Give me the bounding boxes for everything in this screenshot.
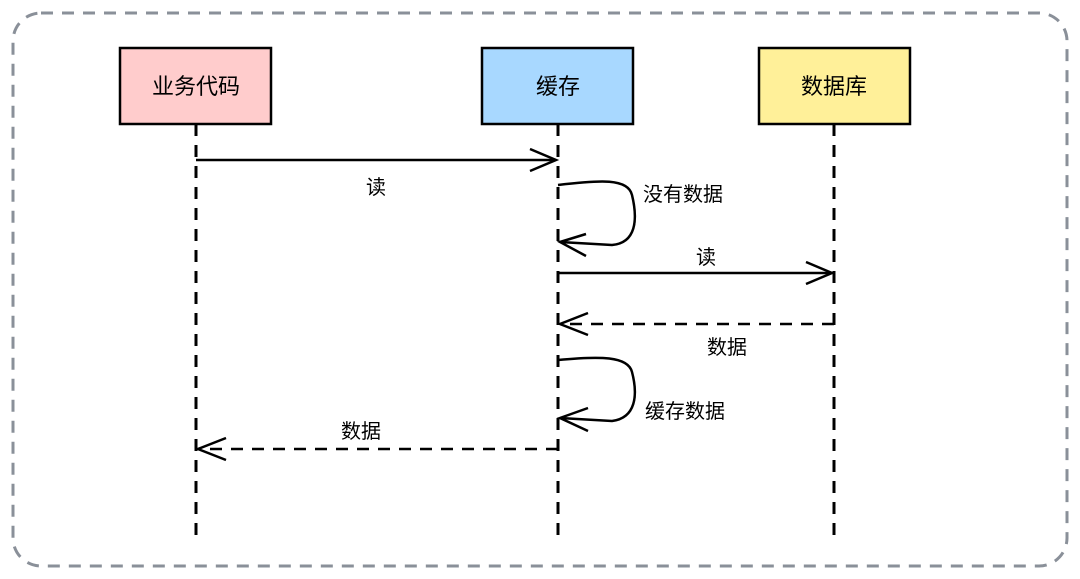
- arrowhead-icon: [556, 406, 589, 433]
- message-data-to-business: 数据: [194, 419, 558, 462]
- message-read-cache: 读: [196, 147, 560, 199]
- arrowhead-icon: [194, 436, 227, 462]
- message-label: 读: [696, 245, 716, 269]
- participant-label: 缓存: [536, 75, 580, 100]
- message-data-to-cache: 数据: [556, 311, 834, 359]
- participant-label: 业务代码: [152, 75, 240, 100]
- message-self-cache-data: 缓存数据: [556, 356, 725, 433]
- message-label: 数据: [707, 335, 747, 359]
- message-label: 没有数据: [643, 182, 723, 206]
- participant-cache: 缓存: [480, 46, 635, 126]
- participant-business: 业务代码: [118, 46, 273, 126]
- message-label: 读: [366, 175, 386, 199]
- arrowhead-icon: [556, 311, 589, 337]
- arrowhead-icon: [529, 147, 560, 173]
- message-self-no-data: 没有数据: [556, 180, 723, 258]
- message-label: 缓存数据: [645, 399, 725, 423]
- message-read-db: 读: [558, 245, 836, 286]
- participant-label: 数据库: [801, 75, 867, 100]
- outer-frame: [11, 11, 1069, 568]
- arrowhead-icon: [805, 260, 836, 286]
- arrowhead-icon: [556, 232, 587, 258]
- participant-db: 数据库: [757, 46, 912, 126]
- message-label: 数据: [341, 419, 381, 443]
